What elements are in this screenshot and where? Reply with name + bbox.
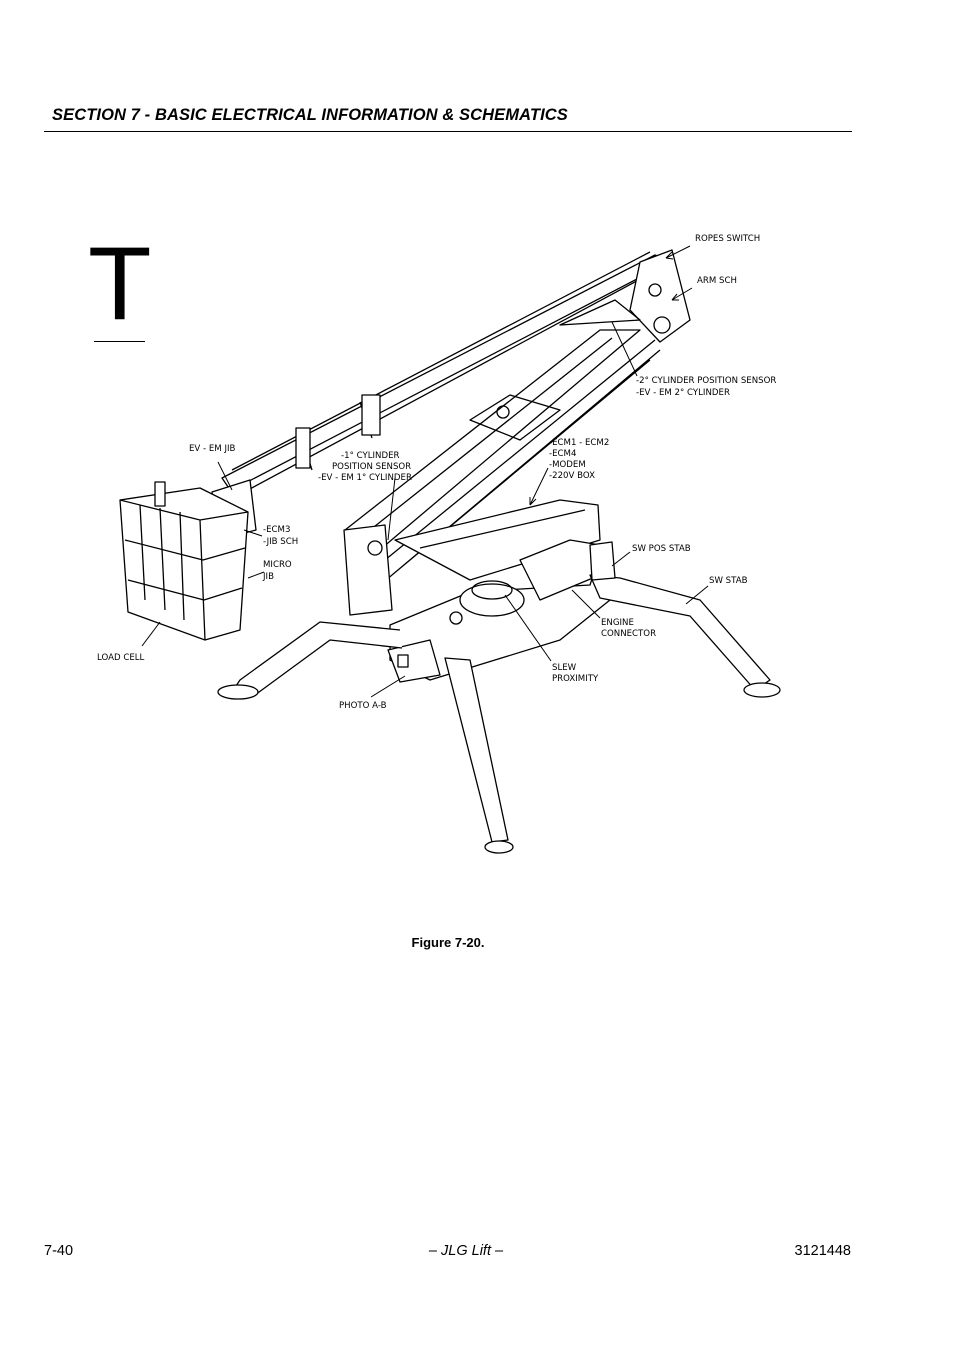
label-sw-stab: SW STAB [709,576,748,586]
label-cyl1-line2: POSITION SENSOR [332,462,411,472]
label-ecm1-ecm2: -ECM1 - ECM2 [549,438,609,448]
label-cyl2-sensor: -2° CYLINDER POSITION SENSOR [636,376,776,386]
label-photo-ab: PHOTO A-B [339,701,387,711]
label-arm-sch: ARM SCH [697,276,737,286]
label-modem: -MODEM [549,460,586,470]
header-divider [44,131,852,132]
page-number: 7-40 [44,1243,74,1259]
label-ecm4: -ECM4 [549,449,576,459]
label-sw-pos-stab: SW POS STAB [632,544,691,554]
machine-line-drawing [119,249,781,854]
label-proximity: PROXIMITY [552,674,599,684]
tab-divider [94,341,145,342]
label-micro: MICRO [263,560,292,570]
label-cyl1-line3: -EV - EM 1° CYLINDER [318,473,412,483]
label-jib-sch: -JIB SCH [263,537,298,547]
label-cyl1-line1: -1° CYLINDER [341,451,399,461]
callout-labels: ROPES SWITCH ARM SCH -2° CYLINDER POSITI… [97,234,776,711]
label-ev-em-jib: EV - EM JIB [189,444,236,454]
label-slew: SLEW [552,663,577,673]
label-connector: CONNECTOR [601,629,656,639]
section-tab-letter: T [88,226,152,342]
label-ropes-switch: ROPES SWITCH [695,234,760,244]
footer-title: – JLG Lift – [428,1243,504,1259]
label-ecm3: -ECM3 [263,525,290,535]
label-ev-em-cyl2: -EV - EM 2° CYLINDER [636,388,730,398]
section-header: SECTION 7 - BASIC ELECTRICAL INFORMATION… [52,106,568,124]
label-engine: ENGINE [601,618,634,628]
document-number: 3121448 [794,1243,851,1259]
label-load-cell: LOAD CELL [97,653,145,663]
label-220v-box: -220V BOX [549,471,595,481]
figure-caption: Figure 7-20. [411,935,485,950]
callout-arrows [141,245,709,698]
label-jib: JIB [262,572,274,582]
